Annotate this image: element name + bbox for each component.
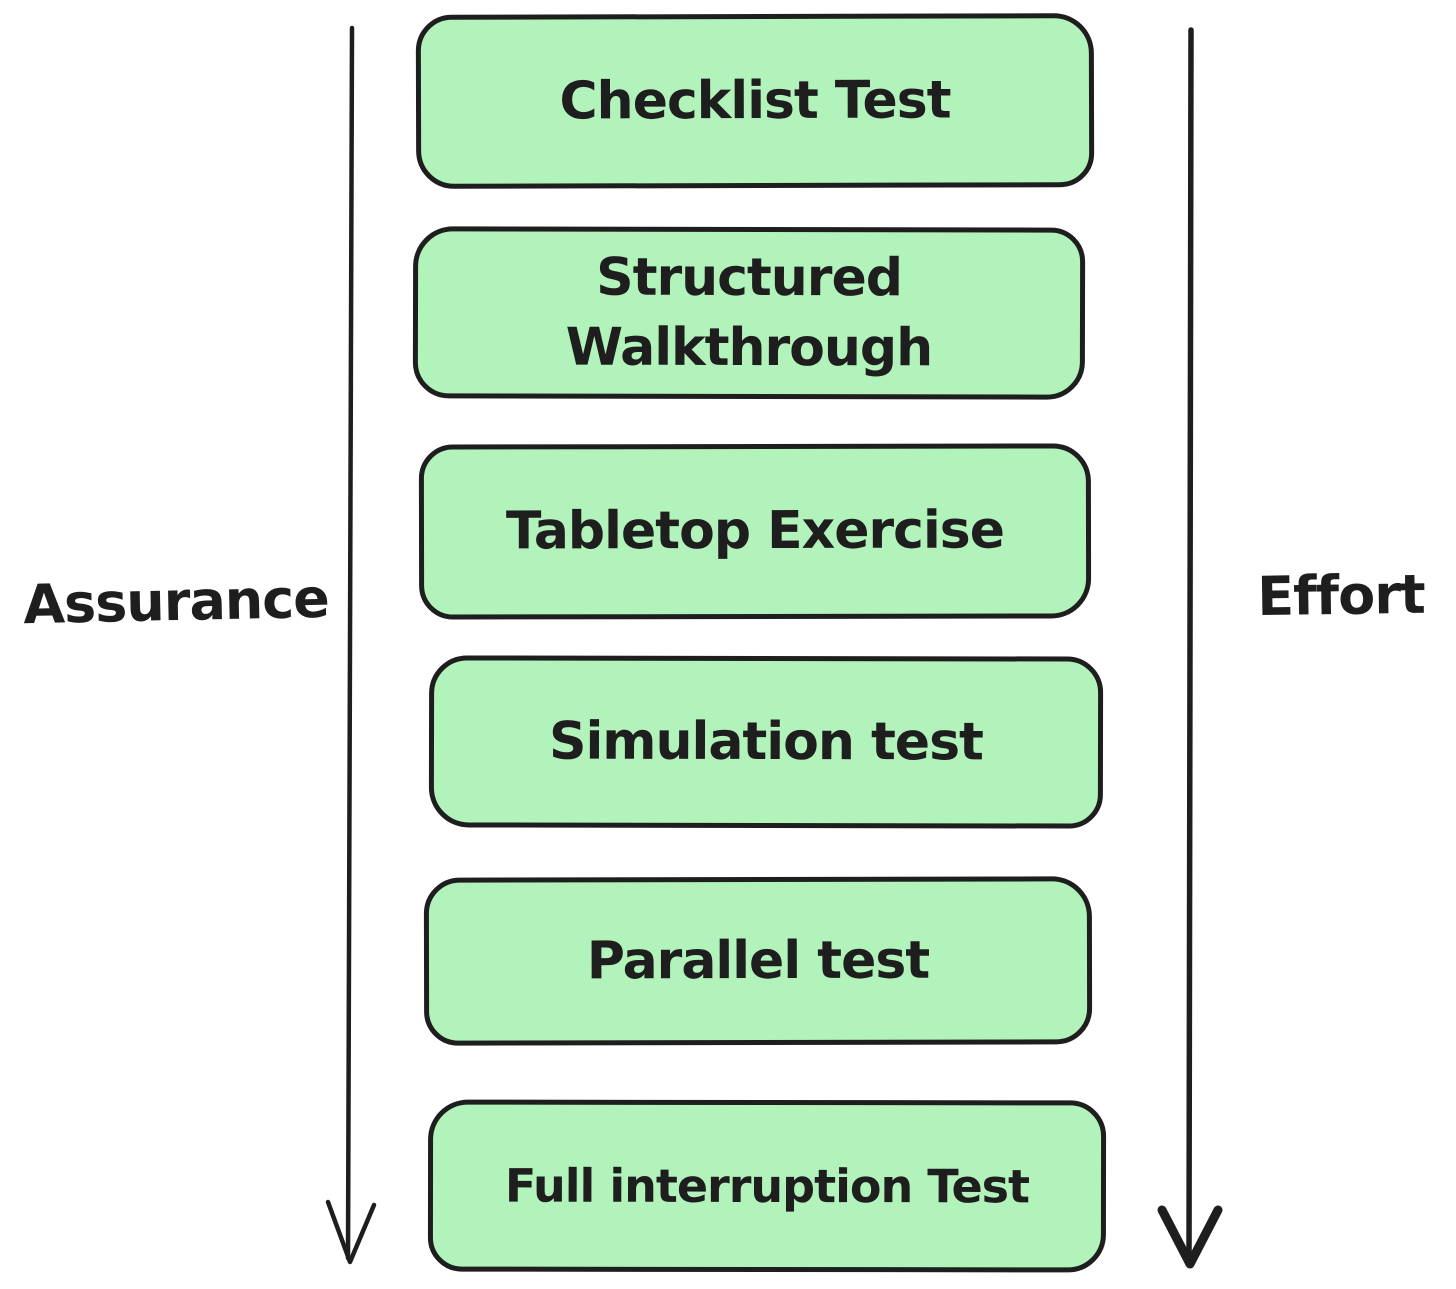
effort-down-arrow-icon bbox=[1157, 27, 1223, 1269]
box-label: Parallel test bbox=[586, 930, 930, 992]
box-label: Tabletop Exercise bbox=[505, 500, 1005, 562]
box-parallel-test: Parallel test bbox=[423, 876, 1093, 1046]
effort-axis-label: Effort bbox=[1256, 562, 1426, 629]
assurance-down-arrow-icon bbox=[325, 25, 377, 1265]
box-simulation-test: Simulation test bbox=[428, 655, 1104, 829]
box-label: Checklist Test bbox=[559, 70, 951, 132]
box-label: Simulation test bbox=[549, 711, 983, 773]
box-structured-walkthrough: Structured Walkthrough bbox=[412, 226, 1086, 400]
box-label: Structured Walkthrough bbox=[565, 247, 933, 379]
box-tabletop-exercise: Tabletop Exercise bbox=[418, 443, 1092, 620]
assurance-axis-label: Assurance bbox=[22, 566, 330, 637]
box-full-interruption-test: Full interruption Test bbox=[427, 1099, 1107, 1273]
box-checklist-test: Checklist Test bbox=[415, 13, 1095, 189]
box-label: Full interruption Test bbox=[504, 1158, 1030, 1214]
